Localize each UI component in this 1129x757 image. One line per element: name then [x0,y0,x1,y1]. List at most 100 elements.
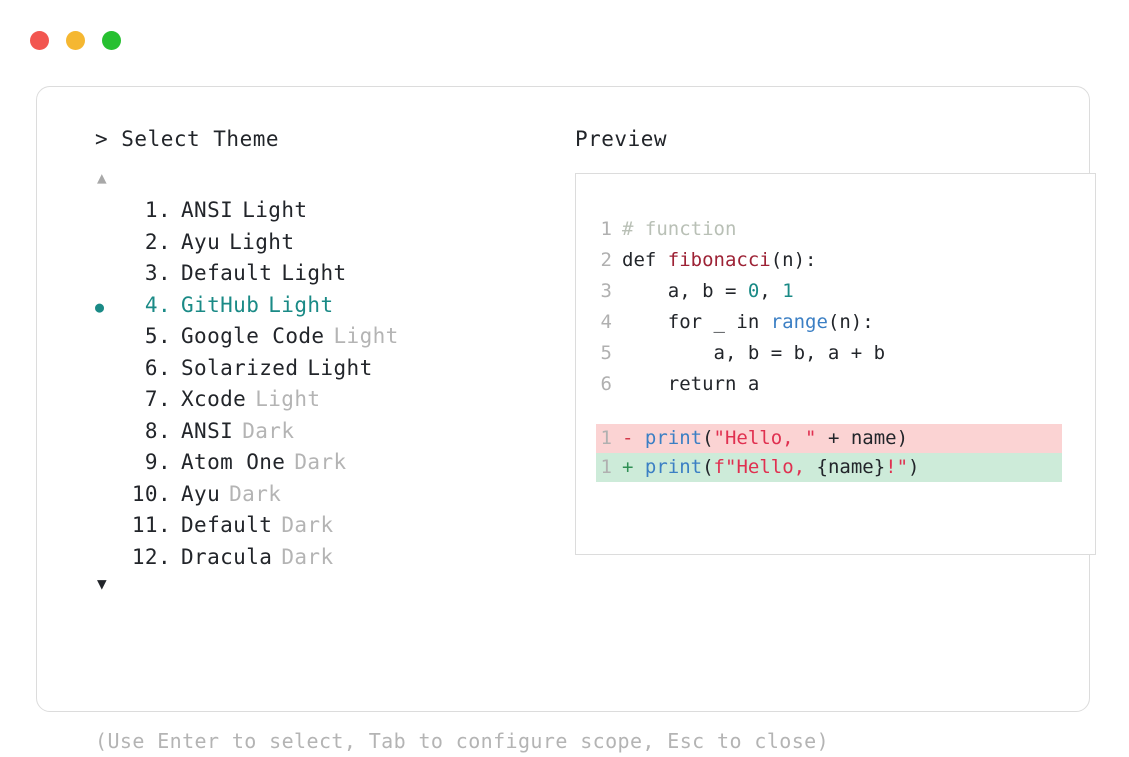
theme-item-number: 2. [144,229,171,254]
diff-sign: - [622,427,645,449]
theme-list-item[interactable]: ● 4. GitHub Light [95,293,547,325]
theme-item-variant: Light [307,355,373,380]
diff-removed-line: 1- print("Hello, " + name) [596,424,1062,453]
code-token: "Hello, " [713,427,817,449]
theme-list-item[interactable]: 6. Solarized Light [95,356,547,388]
code-token: print [644,427,703,449]
theme-item-name: Ayu [181,481,221,506]
code-spacer [596,400,1095,424]
line-number: 3 [600,280,612,302]
preview-column: Preview 1 # function 2 def fibonacci(n): 3 a… [547,129,1096,555]
diff-block: 1- print("Hello, " + name)1+ print(f"Hel… [596,424,1095,482]
theme-item-number: 4. [144,292,171,317]
theme-list-item[interactable]: 3. Default Light [95,261,547,293]
theme-item-variant: Dark [242,418,295,443]
code-token: , [759,280,783,302]
close-button[interactable] [30,31,49,50]
theme-item-name: Default [181,261,273,285]
scroll-down-icon[interactable]: ▼ [97,574,107,593]
line-number: 1 [600,427,612,449]
code-token: # function [622,218,737,240]
theme-list-item[interactable]: 9. Atom One Dark [95,450,547,482]
theme-item-name: Ayu [181,229,221,254]
theme-item-name: Solarized [181,355,299,380]
theme-item-number: 7. [144,387,171,411]
code-token: ( [702,427,714,449]
code-line: 2 def fibonacci(n): [596,245,1095,276]
theme-item-variant: Light [281,261,347,285]
theme-item-variant: Dark [281,513,334,537]
line-number: 1 [600,218,612,240]
theme-item-variant: Light [255,387,321,411]
theme-item-name: Xcode [181,387,247,411]
theme-item-name: Dracula [181,544,273,569]
theme-item-variant: Dark [229,481,282,506]
code-token: ) [908,456,920,478]
diff-added-line: 1+ print(f"Hello, {name}!") [596,453,1062,482]
page-title: > Select Theme [95,127,280,151]
theme-item-number: 11. [131,513,171,537]
theme-item-variant: Light [268,292,334,317]
theme-item-number: 6. [144,355,171,380]
theme-item-number: 12. [131,544,171,569]
code-token: for _ in [622,311,771,333]
theme-item-name: GitHub [181,292,260,317]
line-number: 6 [600,373,612,395]
theme-item-number: 3. [144,261,171,285]
theme-item-name: Default [181,513,273,537]
theme-item-variant: Light [242,198,308,222]
code-token: {name} [816,456,886,478]
code-line: 4 for _ in range(n): [596,307,1095,338]
preview-title: Preview [575,127,668,151]
theme-item-name: ANSI [181,198,234,222]
code-line: 5 a, b = b, a + b [596,338,1095,369]
code-token: return a [622,373,760,395]
code-line: 1 # function [596,214,1095,245]
code-token: f [713,456,725,478]
minimize-button[interactable] [66,31,85,50]
theme-list-item[interactable]: 11. Default Dark [95,513,547,545]
theme-item-number: 9. [144,450,171,474]
theme-list-item[interactable]: 10. Ayu Dark [95,482,547,514]
scroll-up-icon[interactable]: ▲ [97,168,107,187]
theme-item-number: 10. [131,481,171,506]
line-number: 5 [600,342,612,364]
maximize-button[interactable] [102,31,121,50]
keyboard-hint: (Use Enter to select, Tab to configure s… [95,729,830,753]
code-token: !" [885,456,909,478]
line-number: 1 [600,456,612,478]
code-token: 0 [747,280,760,302]
code-token: def [622,249,668,271]
theme-item-name: Atom One [181,450,286,474]
code-token: fibonacci [667,249,771,271]
theme-item-variant: Light [333,324,399,348]
code-token: ( [702,456,714,478]
selected-bullet-icon: ● [95,297,105,316]
code-token: (n): [770,249,817,271]
line-number: 4 [600,311,612,333]
code-token: a, b = b, a + b [622,342,886,364]
theme-item-number: 5. [144,324,171,348]
window-traffic-lights [30,31,121,50]
code-token: 1 [782,280,794,302]
code-token: range [770,311,828,333]
code-line: 6 return a [596,369,1095,400]
theme-item-variant: Light [229,229,295,254]
theme-list-item[interactable]: 2. Ayu Light [95,230,547,262]
line-number: 2 [600,249,612,271]
theme-list-item[interactable]: 7. Xcode Light [95,387,547,419]
theme-item-variant: Dark [294,450,347,474]
code-token: "Hello, [725,456,817,478]
code-token: a, b = [622,280,748,302]
code-token: + name) [816,427,909,449]
code-token: print [644,456,703,478]
code-block: 1 # function 2 def fibonacci(n): 3 a, b = 0,… [596,214,1095,400]
code-line: 3 a, b = 0, 1 [596,276,1095,307]
